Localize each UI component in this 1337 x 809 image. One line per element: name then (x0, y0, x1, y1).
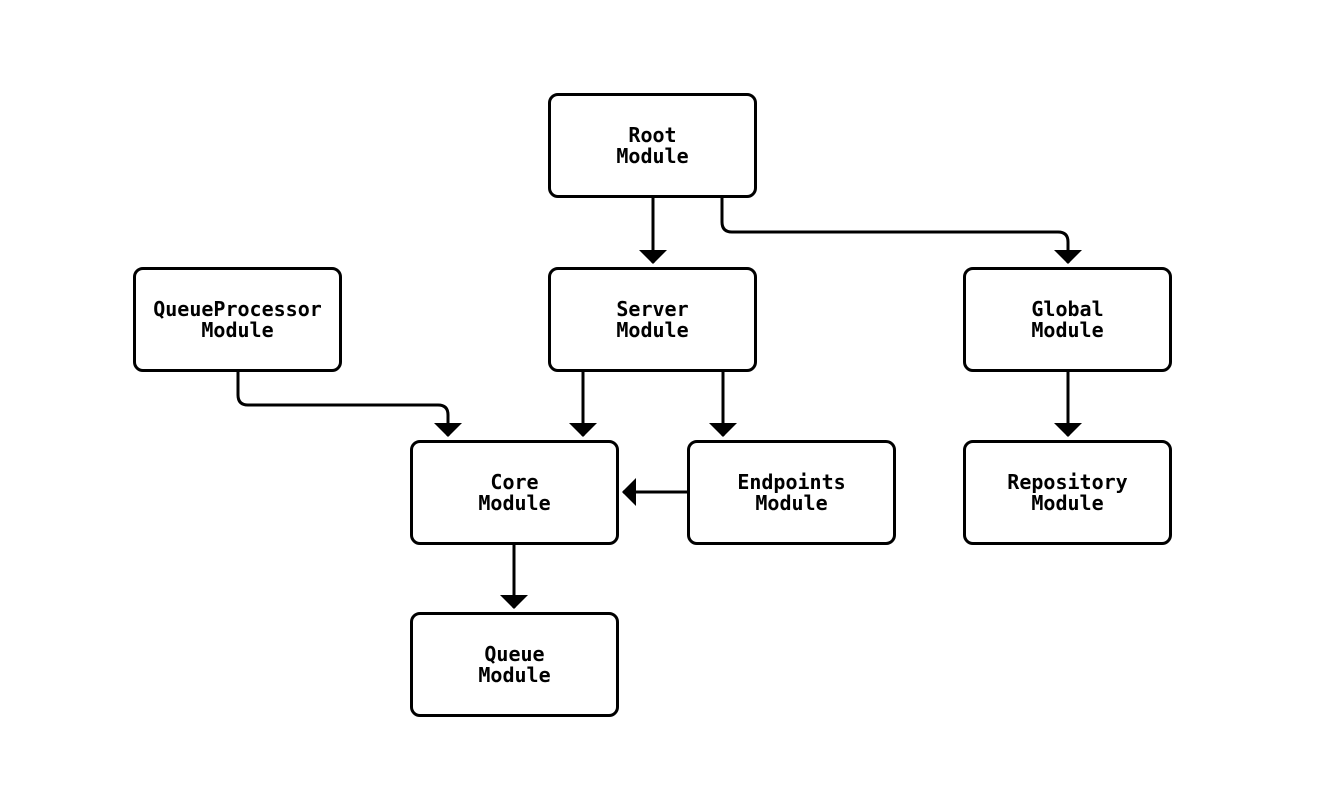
node-repository-module: Repository Module (963, 440, 1172, 545)
node-endpoints-module: Endpoints Module (687, 440, 896, 545)
node-queueprocessor-module: QueueProcessor Module (133, 267, 342, 372)
node-root-module: Root Module (548, 93, 757, 198)
node-server-module: Server Module (548, 267, 757, 372)
node-label-server: Server Module (616, 296, 689, 342)
node-label-core: Core Module (478, 469, 551, 515)
node-label-queue: Queue Module (478, 641, 551, 687)
edge-queueprocessor-to-core (236, 372, 462, 437)
node-label-root: Root Module (616, 122, 689, 168)
node-core-module: Core Module (410, 440, 619, 545)
edge-root-to-global (720, 197, 1082, 264)
node-queue-module: Queue Module (410, 612, 619, 717)
node-label-endpoints: Endpoints Module (737, 469, 846, 515)
node-global-module: Global Module (963, 267, 1172, 372)
node-label-queueprocessor: QueueProcessor Module (153, 296, 322, 342)
node-label-global: Global Module (1031, 296, 1104, 342)
node-label-repository: Repository Module (1007, 469, 1128, 515)
